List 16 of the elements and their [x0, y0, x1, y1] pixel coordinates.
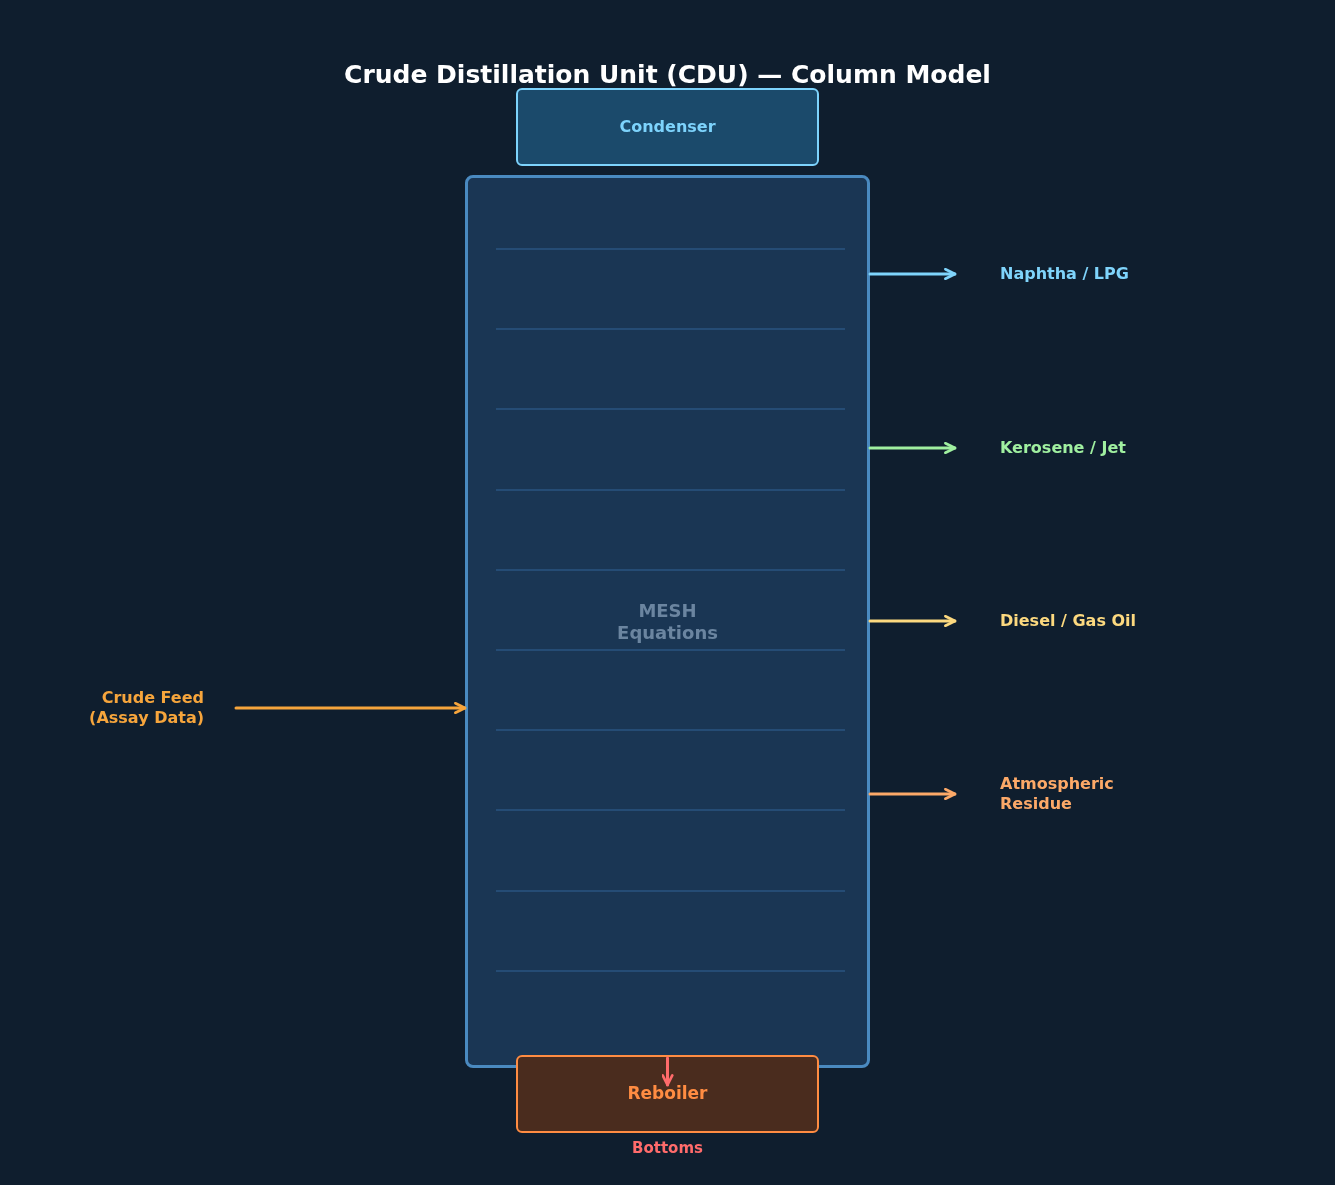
arrow: [661, 1056, 674, 1087]
arrow: [868, 441, 957, 455]
arrow: [234, 701, 467, 715]
arrow: [868, 614, 957, 628]
product-label: Atmospheric Residue: [955, 772, 1115, 816]
arrow: [868, 267, 957, 281]
arrow: [868, 787, 957, 801]
condenser-box: Condenser: [516, 88, 819, 166]
diagram-title: Crude Distillation Unit (CDU) — Column Model: [344, 59, 991, 91]
distillation-column: MESH Equations: [465, 175, 870, 1068]
feed-label: Crude Feed (Assay Data): [30, 686, 236, 730]
product-label: Naphtha / LPG: [955, 262, 1255, 286]
product-label: Kerosene / Jet: [955, 436, 1255, 460]
stream-label: Bottoms: [631, 1138, 704, 1159]
reboiler-box: Reboiler: [516, 1055, 819, 1133]
product-label: Diesel / Gas Oil: [955, 609, 1255, 633]
